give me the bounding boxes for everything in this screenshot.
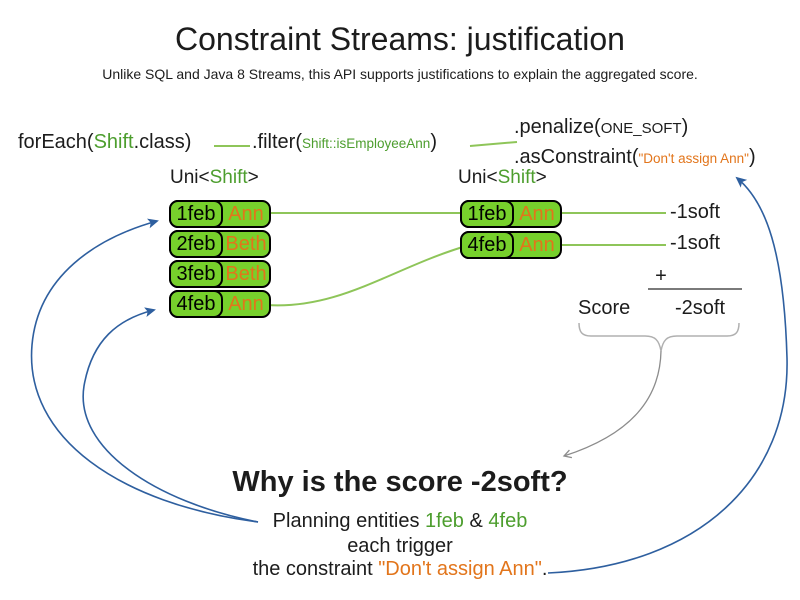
- left-row-1feb: 1feb Ann: [169, 200, 271, 228]
- explanation-to-constraint-arrow: [547, 176, 788, 574]
- left-row-3feb-name: Beth: [225, 262, 267, 285]
- connector-filter-penalize: [469, 141, 518, 147]
- code-penalize: .penalize(ONE_SOFT): [514, 113, 756, 143]
- left-stream-label-post: >: [247, 167, 259, 188]
- left-row-1feb-name: Ann: [228, 202, 264, 225]
- code-asconstraint-arg: "Don't assign Ann": [638, 151, 749, 166]
- left-row-3feb-date: 3feb: [169, 260, 223, 288]
- explanation-line3-post: .: [541, 558, 548, 580]
- right-stream-label-pre: Uni<: [458, 167, 498, 188]
- code-penalize-arg: ONE_SOFT: [600, 120, 682, 137]
- left-row-4feb: 4feb Ann: [169, 290, 271, 318]
- explanation-line1-pre: Planning entities: [272, 510, 425, 532]
- code-foreach-class: Shift: [93, 131, 134, 153]
- right-row-1feb-date: 1feb: [460, 200, 514, 228]
- code-asconstraint-post: ): [748, 146, 756, 168]
- code-filter: .filter(Shift::isEmployeeAnn): [252, 131, 437, 154]
- left-row-2feb: 2feb Beth: [169, 230, 271, 258]
- score-underbrace: [578, 322, 740, 352]
- code-asconstraint-pre: .asConstraint(: [514, 146, 639, 168]
- left-row-4feb-name: Ann: [228, 292, 264, 315]
- right-stream-label-type: Shift: [497, 167, 536, 188]
- left-row-3feb: 3feb Beth: [169, 260, 271, 288]
- left-stream-type-label: Uni<Shift>: [170, 167, 259, 189]
- code-asconstraint: .asConstraint("Don't assign Ann"): [514, 143, 756, 173]
- right-row-1feb-name: Ann: [519, 202, 555, 225]
- score-total: -2soft: [674, 297, 726, 319]
- code-penalize-pre: .penalize(: [514, 116, 601, 138]
- right-row-4feb-date: 4feb: [460, 231, 514, 259]
- left-row-2feb-name: Beth: [225, 232, 267, 255]
- explanation-line3: the constraint "Don't assign Ann".: [0, 558, 800, 581]
- right-row-4feb: 4feb Ann: [460, 231, 562, 259]
- explanation-to-1feb-arrow: [30, 218, 259, 523]
- right-stream-label-post: >: [535, 167, 547, 188]
- left-row-4feb-date: 4feb: [169, 290, 223, 318]
- penalty-2: -1soft: [670, 232, 721, 254]
- right-row-4feb-name: Ann: [519, 233, 555, 256]
- explanation-to-4feb-arrow: [82, 307, 259, 523]
- code-penalize-block: .penalize(ONE_SOFT) .asConstraint("Don't…: [514, 113, 756, 173]
- left-stream-label-type: Shift: [209, 167, 248, 188]
- penalty-1: -1soft: [670, 201, 721, 223]
- code-filter-arg: Shift::isEmployeeAnn: [302, 136, 431, 151]
- explanation-constraint-name: "Don't assign Ann": [378, 558, 542, 580]
- explanation-entity-1feb: 1feb: [425, 510, 464, 532]
- plus-sign: +: [655, 265, 667, 287]
- left-row-2feb-date: 2feb: [169, 230, 223, 258]
- right-stream-type-label: Uni<Shift>: [458, 167, 547, 189]
- left-stream-label-pre: Uni<: [170, 167, 210, 188]
- code-filter-pre: .filter(: [252, 131, 302, 153]
- code-foreach-pre: forEach(: [18, 131, 94, 153]
- score-label: Score: [578, 297, 631, 319]
- explanation-line2: each trigger: [347, 535, 453, 557]
- explanation-line1-amp: &: [463, 510, 489, 532]
- page-subtitle: Unlike SQL and Java 8 Streams, this API …: [102, 66, 698, 82]
- code-foreach: forEach(Shift.class): [18, 131, 191, 154]
- code-filter-post: ): [430, 131, 437, 153]
- page-title: Constraint Streams: justification: [175, 21, 625, 57]
- explanation-line3-pre: the constraint: [252, 558, 379, 580]
- code-penalize-post: ): [681, 116, 689, 138]
- explanation-heading: Why is the score -2soft?: [232, 466, 568, 498]
- explanation-line1: Planning entities 1feb & 4feb: [0, 510, 800, 533]
- code-foreach-post: .class): [133, 131, 192, 153]
- left-row-1feb-date: 1feb: [169, 200, 223, 228]
- score-to-explanation-arrow: [562, 350, 662, 459]
- explanation-entity-4feb: 4feb: [488, 510, 528, 532]
- connector-left-4feb-right-4feb: [265, 245, 467, 307]
- right-row-1feb: 1feb Ann: [460, 200, 562, 228]
